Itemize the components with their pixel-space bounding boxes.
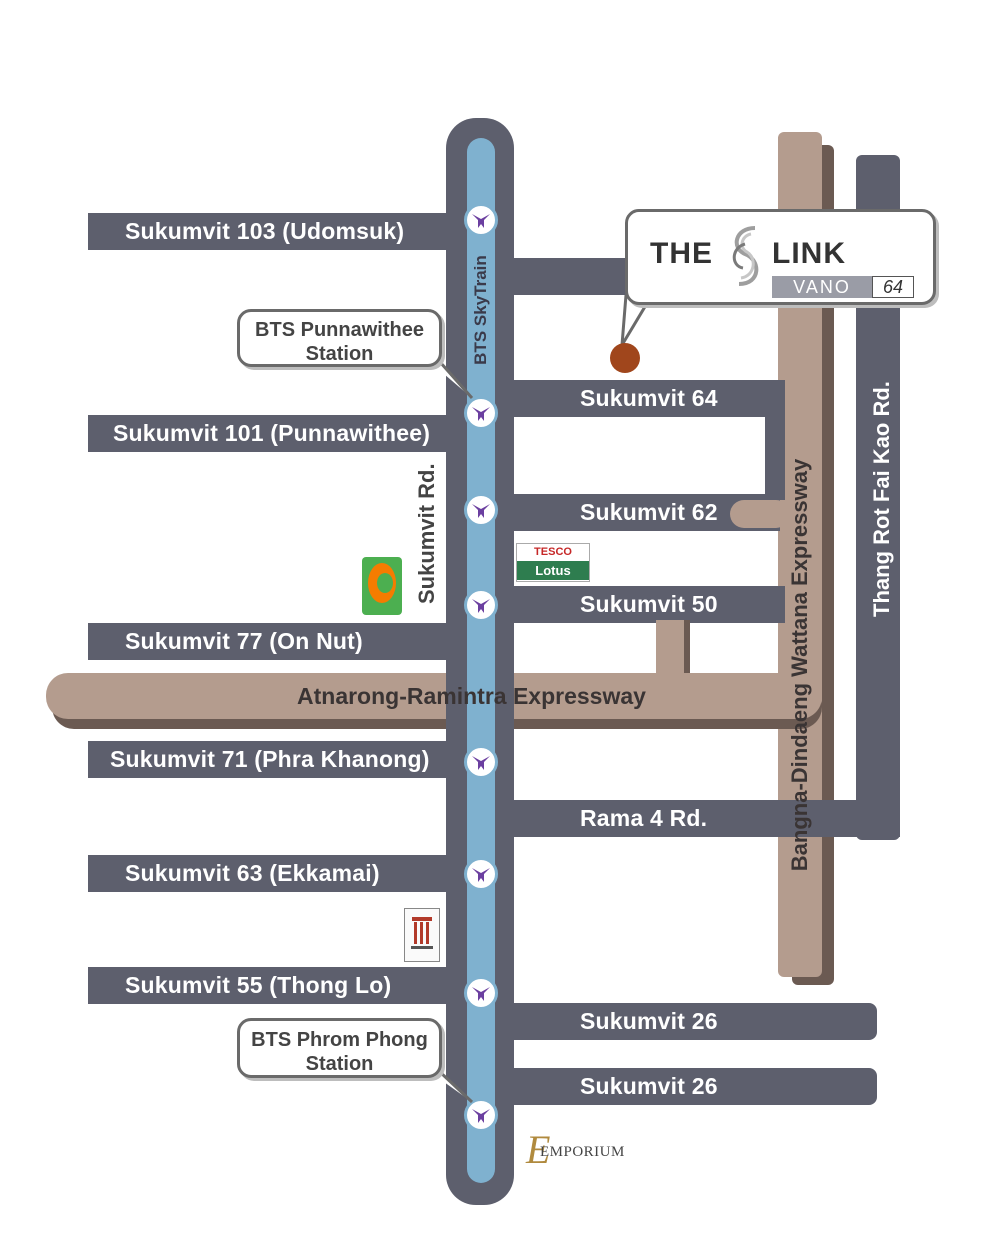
callout-punnawithee-line1: BTS Punnawithee [255, 319, 424, 341]
road-sukumvit-64 [505, 380, 785, 417]
callout-punnawithee: BTS Punnawithee Station [237, 309, 442, 367]
label-sukumvit-101: Sukumvit 101 (Punnawithee) [113, 420, 431, 446]
big-c-logo-mark [377, 573, 393, 593]
label-sukumvit-103: Sukumvit 103 (Udomsuk) [125, 218, 405, 244]
project-name-vano: VANO [772, 276, 872, 298]
project-name-link: LINK [772, 237, 846, 270]
project-name-number: 64 [872, 276, 914, 298]
label-sukumvit-63: Sukumvit 63 (Ekkamai) [125, 860, 380, 886]
road-sukumvit-77 [88, 623, 448, 660]
bts-station-ekkamai[interactable] [464, 857, 498, 891]
bts-train-icon [472, 756, 490, 770]
bts-station-bang-chak[interactable] [464, 493, 498, 527]
bts-station-udomsuk[interactable] [464, 203, 498, 237]
label-skytrain: BTS SkyTrain [471, 255, 490, 365]
project-name-the: THE [650, 237, 713, 270]
bts-train-icon [472, 407, 490, 421]
big-c-logo [362, 557, 402, 615]
label-thang-rot-fai-kao: Thang Rot Fai Kao Rd. [869, 381, 894, 617]
tesco-lotus-logo: TESCO Lotus [516, 543, 590, 582]
emporium-logo: E EMPORIUM [526, 1124, 626, 1172]
emporium-logo-mark: E [526, 1127, 551, 1172]
label-sukumvit-50: Sukumvit 50 [580, 591, 718, 617]
road-sukumvit-63 [88, 855, 448, 892]
bts-train-icon [472, 868, 490, 882]
label-sukumvit-77: Sukumvit 77 (On Nut) [125, 628, 363, 654]
road-to-project [505, 258, 635, 295]
callout-phrom-phong-line1: BTS Phrom Phong [251, 1029, 428, 1051]
emporium-logo-text: EMPORIUM [540, 1144, 625, 1160]
label-sukumvit-26-a: Sukumvit 26 [580, 1008, 718, 1034]
label-sukumvit-26-b: Sukumvit 26 [580, 1073, 718, 1099]
label-sukumvit-55: Sukumvit 55 (Thong Lo) [125, 972, 392, 998]
callout-phrom-phong-line2: Station [305, 1053, 374, 1075]
bts-train-icon [472, 1109, 490, 1123]
lotus-logo-text: Lotus [517, 561, 589, 580]
road-sukumvit-55 [88, 967, 448, 1004]
label-atnarong-expressway: Atnarong-Ramintra Expressway [297, 683, 646, 709]
project-callout: THE LINK VANO 64 [625, 209, 936, 305]
road-sukumvit-71 [88, 741, 448, 778]
bts-station-phrom-phong[interactable] [464, 1098, 498, 1132]
bts-station-thong-lo[interactable] [464, 976, 498, 1010]
sukumvit-62-ramp [730, 500, 790, 528]
label-sukumvit-71: Sukumvit 71 (Phra Khanong) [110, 746, 430, 772]
atnarong-expressway [46, 673, 822, 719]
label-sukumvit-64: Sukumvit 64 [580, 385, 718, 411]
project-location-marker[interactable] [610, 343, 640, 373]
bts-train-icon [472, 214, 490, 228]
bts-station-punnawithee[interactable] [464, 396, 498, 430]
road-sukumvit-103 [88, 213, 448, 250]
cinema-logo [404, 908, 440, 962]
label-sukumvit-62: Sukumvit 62 [580, 499, 718, 525]
sukumvit-50-connector [656, 620, 684, 675]
label-sukumvit-rd: Sukumvit Rd. [414, 463, 439, 604]
project-logo-swirl-icon [732, 226, 759, 286]
road-sukumvit-64-link [765, 380, 785, 500]
bts-station-on-nut[interactable] [464, 588, 498, 622]
cinema-building-icon [411, 917, 433, 949]
bts-train-icon [472, 504, 490, 518]
tesco-logo-text: TESCO [534, 546, 572, 558]
road-rama-4 [505, 800, 900, 837]
road-sukumvit-26-a [505, 1003, 877, 1040]
label-rama-4: Rama 4 Rd. [580, 805, 708, 831]
label-bangna-expressway: Bangna-Dindaeng Wattana Expressway [787, 458, 812, 872]
callout-phrom-phong: BTS Phrom Phong Station [237, 1018, 442, 1078]
bts-station-phra-khanong[interactable] [464, 745, 498, 779]
bts-train-icon [472, 599, 490, 613]
sukumvit-50-connector-shadow [680, 620, 690, 675]
road-sukumvit-101 [88, 415, 448, 452]
bts-train-icon [472, 987, 490, 1001]
road-sukumvit-50 [505, 586, 785, 623]
callout-punnawithee-line2: Station [305, 343, 374, 365]
road-sukumvit-26-b [505, 1068, 877, 1105]
